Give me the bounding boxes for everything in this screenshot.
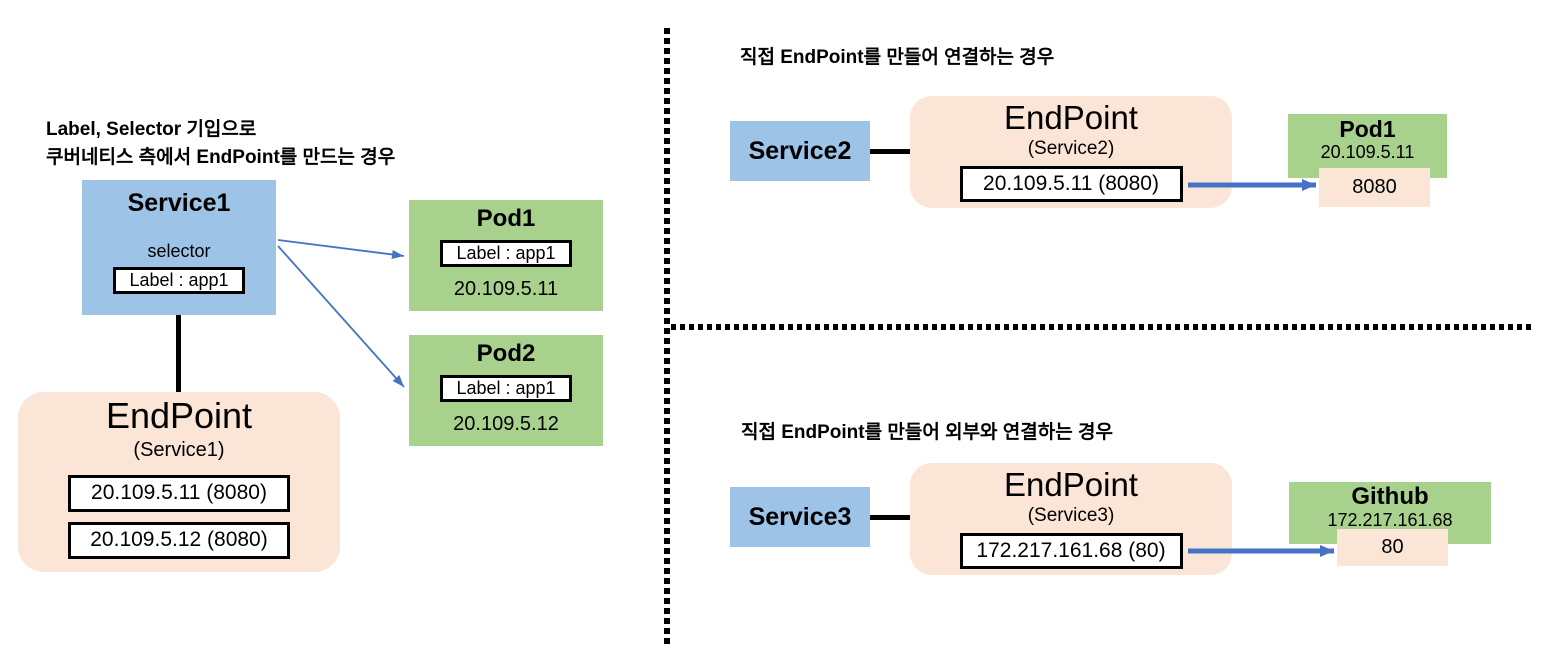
- endpoint2-entry: 20.109.5.11 (8080): [959, 166, 1183, 203]
- pod2-name: Pod2: [476, 340, 536, 367]
- endpoint3-entry: 172.217.161.68 (80): [959, 533, 1183, 570]
- arrow-service1-to-pod2: [277, 245, 405, 388]
- endpoint1-entry-2: 20.109.5.12 (8080): [68, 521, 290, 559]
- pod1-label-chip: Label : app1: [440, 239, 572, 267]
- pod1-right-ip: 20.109.5.11: [1320, 142, 1415, 163]
- pod1-ip: 20.109.5.11: [453, 277, 559, 300]
- service3-endpoint3-connector: [870, 515, 910, 520]
- github-port-chip: 80: [1337, 529, 1448, 566]
- github-ip: 172.217.161.68: [1327, 510, 1453, 531]
- endpoint1-entry-1: 20.109.5.11 (8080): [68, 474, 290, 512]
- service2-name: Service2: [748, 136, 852, 165]
- pod1-right-box: Pod1 20.109.5.11: [1288, 114, 1447, 178]
- endpoint2-subtitle: (Service2): [1027, 138, 1115, 160]
- horizontal-dotted-separator: [671, 324, 1531, 330]
- service3-name: Service3: [748, 502, 852, 531]
- service2-box: Service2: [730, 121, 870, 181]
- endpoint1-box: EndPoint (Service1) 20.109.5.11 (8080) 2…: [18, 392, 340, 572]
- endpoint2-box: EndPoint (Service2) 20.109.5.11 (8080): [910, 96, 1232, 208]
- left-case-title: Label, Selector 기입으로 쿠버네티스 측에서 EndPoint를…: [46, 116, 395, 171]
- service1-name: Service1: [127, 189, 231, 217]
- service3-box: Service3: [730, 487, 870, 547]
- bottom-right-case-title: 직접 EndPoint를 만들어 외부와 연결하는 경우: [741, 422, 1113, 443]
- service1-selector-label: selector: [147, 241, 211, 261]
- left-case-title-line2: 쿠버네티스 측에서 EndPoint를 만드는 경우: [46, 146, 396, 168]
- vertical-dotted-separator: [664, 28, 670, 648]
- pod1-name: Pod1: [476, 205, 536, 232]
- pod2-box: Pod2 Label : app1 20.109.5.12: [409, 335, 603, 446]
- pod2-label-chip: Label : app1: [440, 374, 572, 402]
- service2-endpoint2-connector: [870, 149, 910, 154]
- pod1-right-port-chip: 8080: [1319, 168, 1430, 207]
- endpoint3-box: EndPoint (Service3) 172.217.161.68 (80): [910, 463, 1232, 575]
- endpoint3-subtitle: (Service3): [1027, 505, 1115, 527]
- service1-box: Service1 selector Label : app1: [82, 180, 276, 315]
- endpoint1-subtitle: (Service1): [133, 438, 225, 461]
- service1-label-chip: Label : app1: [113, 267, 245, 294]
- left-case-title-line1: Label, Selector 기입으로: [46, 119, 257, 140]
- pod1-box: Pod1 Label : app1 20.109.5.11: [409, 200, 603, 311]
- service1-endpoint1-connector: [176, 315, 181, 393]
- arrow-service1-to-pod1: [277, 239, 405, 259]
- github-name: Github: [1351, 483, 1429, 510]
- endpoint2-title: EndPoint: [1004, 99, 1138, 136]
- top-right-case-title: 직접 EndPoint를 만들어 연결하는 경우: [740, 47, 1055, 68]
- endpoint1-title: EndPoint: [105, 395, 253, 436]
- pod1-right-name: Pod1: [1339, 116, 1396, 142]
- pod2-ip: 20.109.5.12: [453, 412, 559, 435]
- endpoint3-title: EndPoint: [1004, 466, 1138, 503]
